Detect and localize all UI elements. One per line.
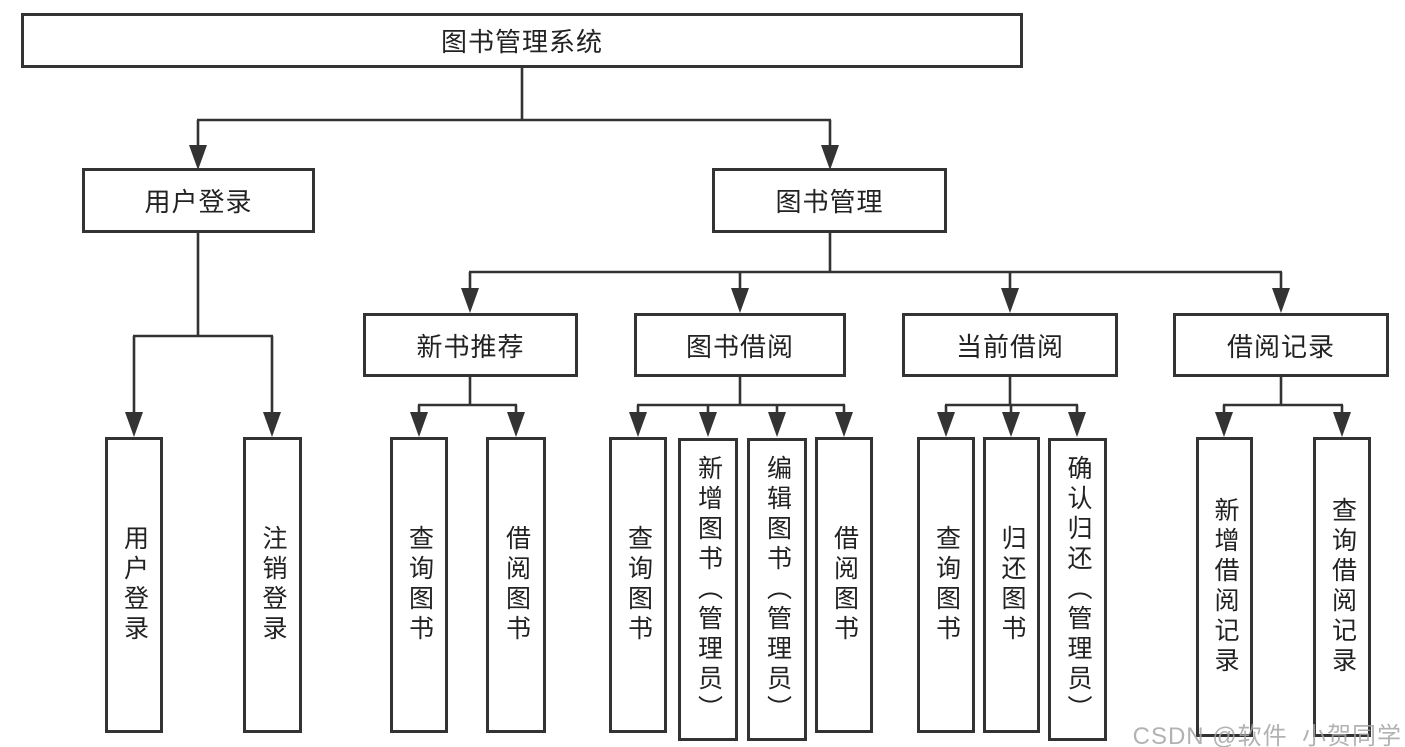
node-book-borrow: 图书借阅 <box>634 313 846 377</box>
node-book-management: 图书管理 <box>712 168 947 233</box>
node-leaf-edit-books-admin: 编辑图书（管理员） <box>747 438 807 741</box>
node-label: 图书管理 <box>775 187 884 217</box>
node-current-borrow: 当前借阅 <box>902 313 1118 377</box>
node-leaf-logout: 注销登录 <box>243 437 302 733</box>
node-label: 用户登录 <box>120 525 149 645</box>
arrowheads <box>125 145 1351 437</box>
node-root: 图书管理系统 <box>21 13 1023 68</box>
node-label: 查询图书 <box>932 525 961 645</box>
csdn-watermark: CSDN @软件_小贺同学 <box>1132 723 1402 747</box>
node-leaf-query-books-1: 查询图书 <box>390 437 448 733</box>
node-label: 确认归还（管理员） <box>1064 454 1092 725</box>
node-label: 查询图书 <box>405 525 434 645</box>
node-leaf-confirm-return-admin: 确认归还（管理员） <box>1048 438 1107 741</box>
node-label: 借阅记录 <box>1226 331 1335 362</box>
node-user-login: 用户登录 <box>82 168 315 233</box>
node-new-book-recommend: 新书推荐 <box>363 313 578 377</box>
node-label: 图书借阅 <box>685 331 794 362</box>
node-label: 新增借阅记录 <box>1211 497 1239 677</box>
node-borrow-records: 借阅记录 <box>1173 313 1389 377</box>
node-leaf-add-borrow-record: 新增借阅记录 <box>1196 437 1253 737</box>
node-label: 当前借阅 <box>955 331 1064 362</box>
node-label: 注销登录 <box>259 525 287 645</box>
node-label: 用户登录 <box>144 187 253 217</box>
node-label: 借阅图书 <box>830 525 859 645</box>
node-leaf-borrow-books-1: 借阅图书 <box>486 437 546 733</box>
node-label: 编辑图书（管理员） <box>763 454 792 725</box>
node-label: 新增图书（管理员） <box>694 454 723 725</box>
node-leaf-add-books-admin: 新增图书（管理员） <box>678 438 738 741</box>
node-label: 借阅图书 <box>502 525 531 645</box>
node-label: 归还图书 <box>998 525 1026 645</box>
node-leaf-borrow-books-2: 借阅图书 <box>815 437 873 733</box>
node-label: 新书推荐 <box>416 331 525 362</box>
node-leaf-query-books-3: 查询图书 <box>917 437 975 733</box>
node-leaf-user-login: 用户登录 <box>105 437 163 733</box>
node-leaf-query-books-2: 查询图书 <box>609 437 667 733</box>
node-label: 查询借阅记录 <box>1328 497 1357 677</box>
node-leaf-query-borrow-record: 查询借阅记录 <box>1313 437 1371 737</box>
node-leaf-return-books: 归还图书 <box>983 437 1040 733</box>
node-label: 查询图书 <box>624 525 653 645</box>
node-label: 图书管理系统 <box>440 27 603 57</box>
